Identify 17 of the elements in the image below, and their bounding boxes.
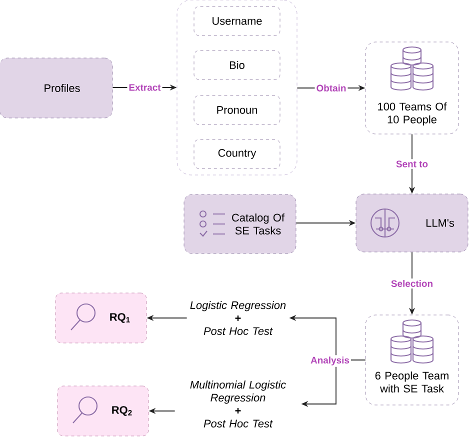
edge-label: Selection: [389, 278, 435, 288]
field-box: Username: [194, 6, 280, 36]
result-box: RQ$_{1}$: [55, 292, 147, 344]
edge-label: Obtain: [314, 83, 348, 93]
process-box: Catalog Of SE Tasks: [184, 194, 296, 254]
note-text: Logistic Regression + Post Hoc Test: [190, 301, 286, 335]
group-box: [176, 0, 298, 176]
process-box: LLM's: [356, 194, 468, 252]
process-box: Profiles: [0, 58, 113, 118]
field-box: Country: [194, 139, 280, 169]
field-box: Bio: [194, 50, 280, 80]
result-box: RQ$_{2}$: [57, 386, 149, 436]
field-box: Pronoun: [194, 95, 280, 125]
edge-label: Sent to: [394, 159, 430, 169]
edge-label: Extract: [127, 82, 162, 92]
edge-label: Analysis: [309, 355, 351, 367]
note-text: Multinomial Logistic Regression + Post Hoc Test: [190, 380, 286, 428]
